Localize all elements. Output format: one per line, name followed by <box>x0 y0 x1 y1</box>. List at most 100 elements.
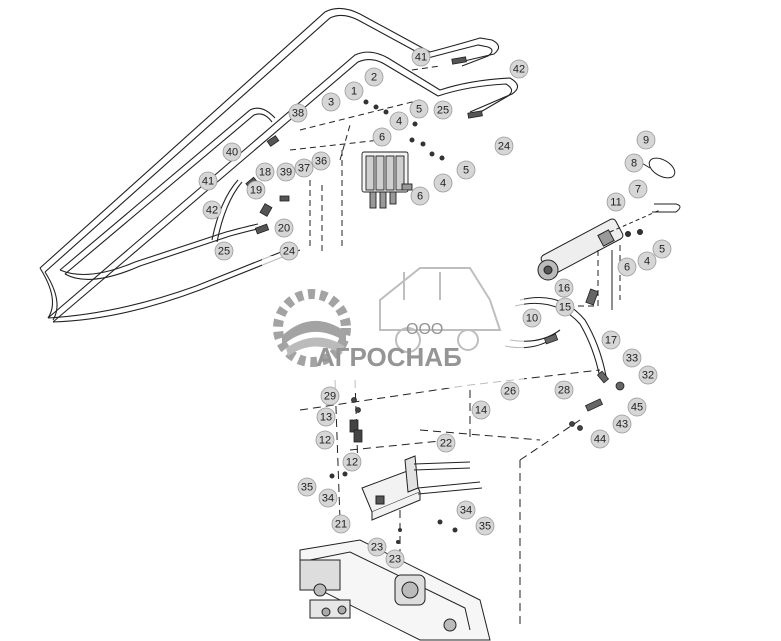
callout-c34a: 34 <box>318 488 338 508</box>
tractor-frame <box>299 539 491 641</box>
washer-row-upper <box>363 99 445 161</box>
callout-number: 24 <box>498 141 510 153</box>
callout-number: 33 <box>626 353 638 365</box>
callout-c13: 13 <box>316 407 336 427</box>
callout-number: 23 <box>389 554 401 566</box>
callout-bubble <box>321 92 341 112</box>
callout-c32: 32 <box>638 365 658 385</box>
callout-number: 26 <box>504 386 516 398</box>
callout-bubble <box>612 414 632 434</box>
callout-c6c: 6 <box>617 257 637 277</box>
callout-c6a: 6 <box>372 127 392 147</box>
callout-number: 9 <box>643 135 649 147</box>
callout-c45: 45 <box>627 397 647 417</box>
callout-number: 45 <box>631 402 643 414</box>
callout-number: 4 <box>644 256 650 268</box>
callout-number: 42 <box>513 64 525 76</box>
callout-number: 5 <box>463 165 469 177</box>
callout-bubble <box>318 488 338 508</box>
callout-bubble <box>294 158 314 178</box>
hose-fittings-left <box>245 56 483 235</box>
callout-c10: 10 <box>522 308 542 328</box>
callout-number: 19 <box>250 185 262 197</box>
callout-bubble <box>433 173 453 193</box>
callout-c25b: 25 <box>214 241 234 261</box>
callout-number: 37 <box>298 163 310 175</box>
callout-bubble <box>471 400 491 420</box>
callout-bubble <box>456 500 476 520</box>
hose-loop-outer <box>39 7 500 321</box>
gear-logo-icon <box>273 289 351 367</box>
callout-c7: 7 <box>628 179 648 199</box>
callout-number: 12 <box>346 457 358 469</box>
callout-c5a: 5 <box>409 99 429 119</box>
callout-number: 32 <box>642 370 654 382</box>
callout-bubble <box>554 380 574 400</box>
callout-c8: 8 <box>624 153 644 173</box>
callout-c9: 9 <box>636 130 656 150</box>
callout-bubble <box>433 100 453 120</box>
callout-c2: 2 <box>364 67 384 87</box>
callout-bubble <box>198 171 218 191</box>
callout-number: 4 <box>440 178 446 190</box>
callout-number: 38 <box>292 108 304 120</box>
callout-bubble <box>276 162 296 182</box>
callout-number: 17 <box>605 335 617 347</box>
callout-number: 36 <box>315 156 327 168</box>
callout-c15: 15 <box>555 297 575 317</box>
callout-c21: 21 <box>331 514 351 534</box>
callout-number: 41 <box>202 176 214 188</box>
callout-bubble <box>522 308 542 328</box>
callout-c26: 26 <box>500 381 520 401</box>
callout-bubble <box>385 549 405 569</box>
callout-number: 16 <box>558 283 570 295</box>
callout-bubble <box>311 151 331 171</box>
callout-number: 2 <box>371 72 377 84</box>
callout-bubble <box>436 433 456 453</box>
callout-number: 12 <box>319 435 331 447</box>
callout-number: 24 <box>283 246 295 258</box>
callout-c23b: 23 <box>385 549 405 569</box>
callout-bubble <box>316 407 336 427</box>
callout-bubble <box>255 162 275 182</box>
callout-bubble <box>637 251 657 271</box>
callout-number: 25 <box>437 105 449 117</box>
callout-bubble <box>555 297 575 317</box>
agrosnab-watermark: ООО АГРОСНАБ <box>262 256 524 388</box>
combine-harvester-logo <box>379 267 502 353</box>
callout-bubble <box>202 200 222 220</box>
callout-c5b: 5 <box>456 160 476 180</box>
callout-number: 34 <box>460 505 472 517</box>
callout-bubble <box>297 477 317 497</box>
callout-bubble <box>389 111 409 131</box>
callout-c17: 17 <box>601 330 621 350</box>
callout-number: 5 <box>416 104 422 116</box>
callout-number: 18 <box>259 167 271 179</box>
callout-c12a: 12 <box>315 430 335 450</box>
callout-number: 21 <box>335 519 347 531</box>
callout-bubble <box>344 81 364 101</box>
control-valve-block <box>361 151 413 209</box>
callout-number: 15 <box>559 302 571 314</box>
callout-c29: 29 <box>320 386 340 406</box>
callout-number: 5 <box>659 244 665 256</box>
fitting-stack-left <box>349 397 583 443</box>
callout-number: 25 <box>218 246 230 258</box>
callout-number: 1 <box>351 86 357 98</box>
callout-c36: 36 <box>311 151 331 171</box>
callout-bubble <box>372 127 392 147</box>
leader-dashes-top <box>289 65 441 255</box>
watermark-company-prefix: ООО <box>406 321 443 338</box>
callout-c18: 18 <box>255 162 275 182</box>
callout-number: 6 <box>624 262 630 274</box>
callout-bubble <box>494 136 514 156</box>
callout-number: 10 <box>526 313 538 325</box>
callout-number: 23 <box>371 542 383 554</box>
callout-c5c: 5 <box>652 239 672 259</box>
callout-bubble <box>652 239 672 259</box>
watermark-company-name: АГРОСНАБ <box>316 342 462 372</box>
callout-bubble <box>628 179 648 199</box>
callout-bubble <box>606 192 626 212</box>
